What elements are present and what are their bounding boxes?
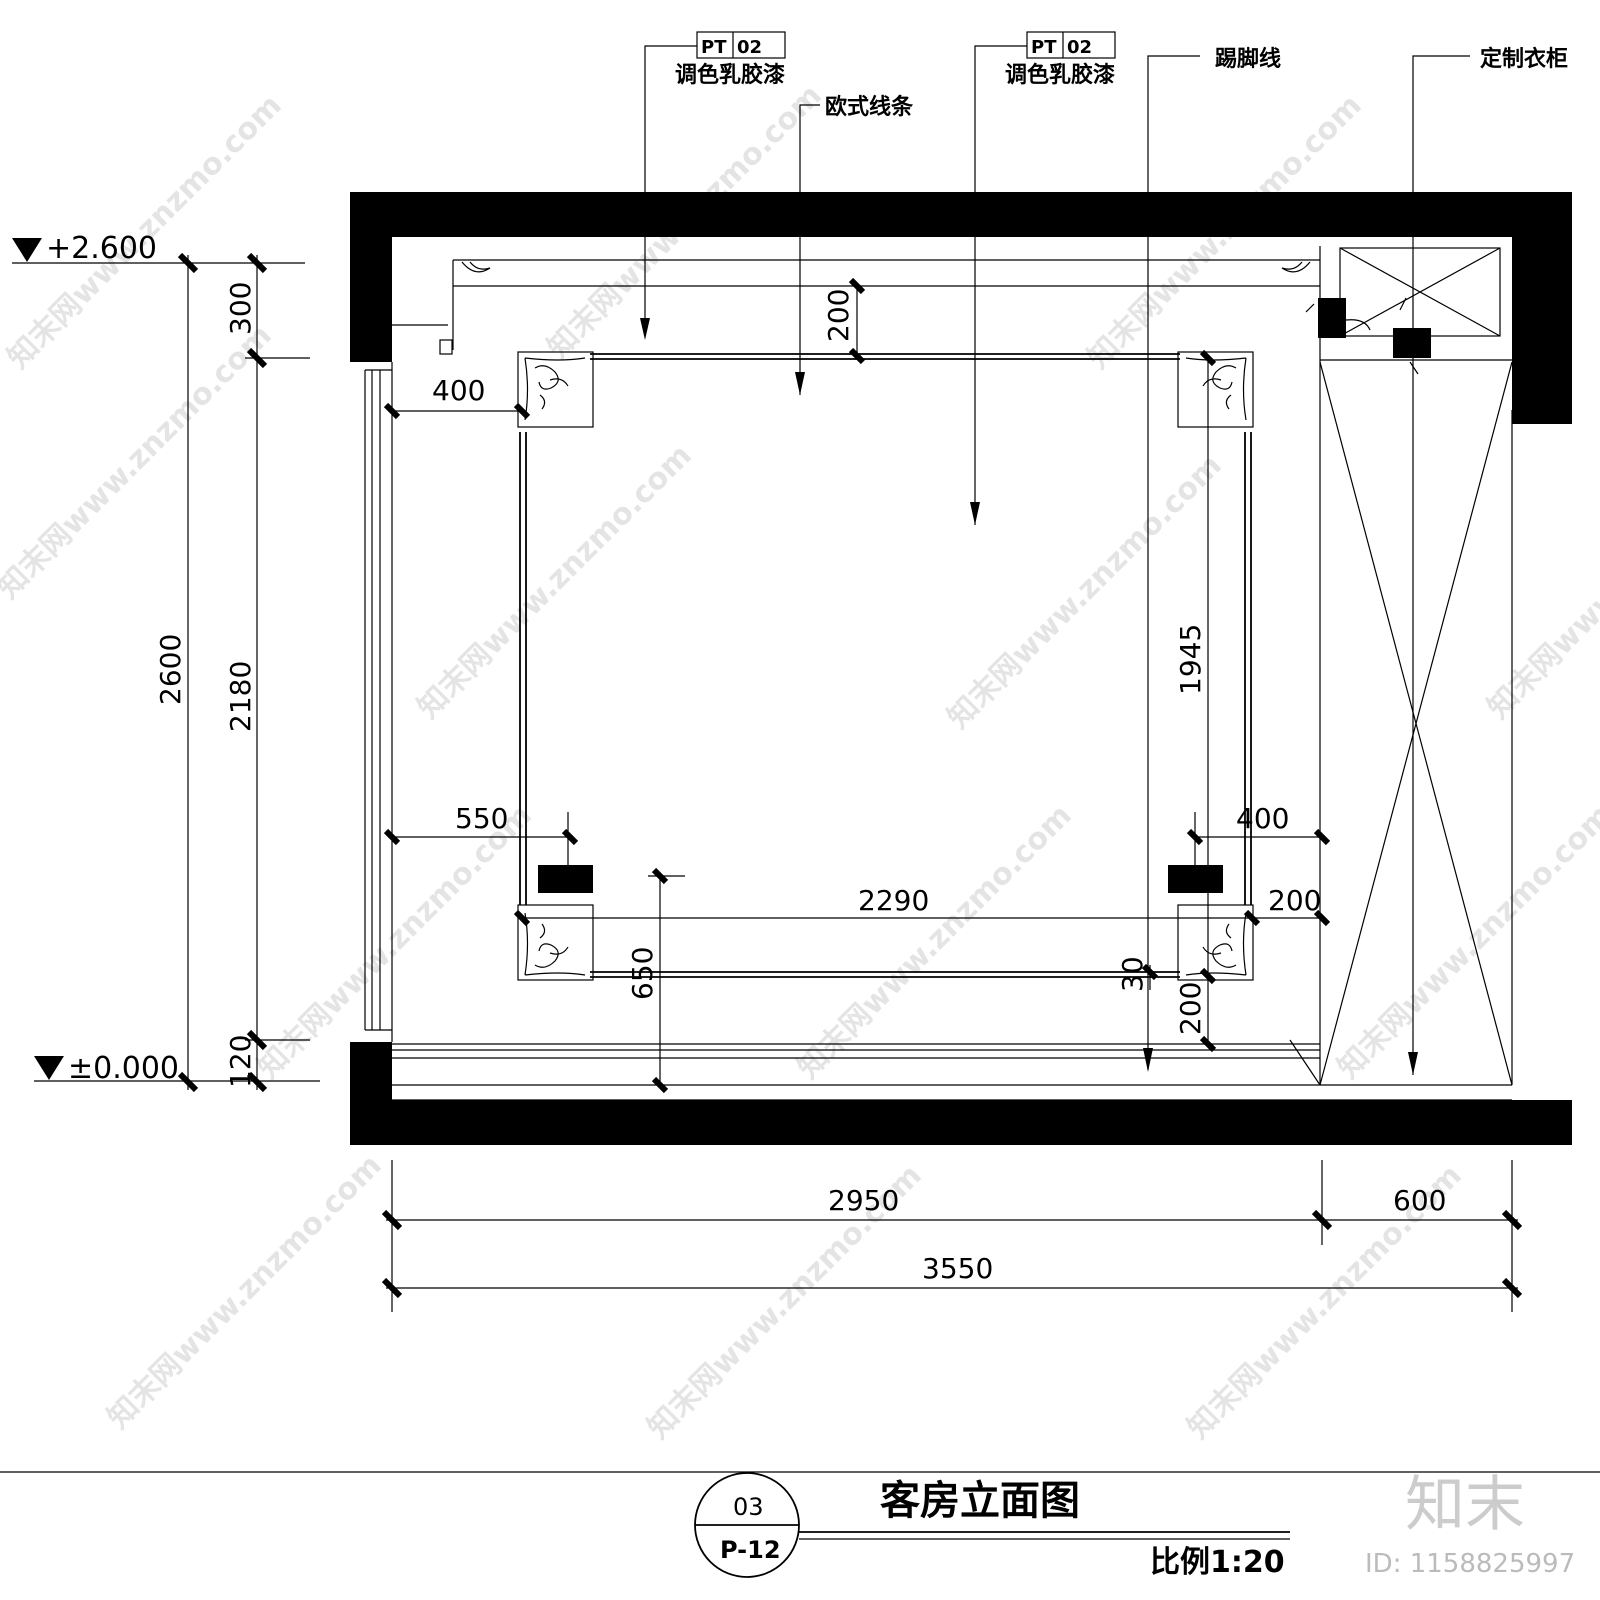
dim-400-right: 400 <box>1236 802 1289 835</box>
level-bottom: ±0.000 <box>68 1051 179 1086</box>
ceiling-slab <box>350 192 1572 237</box>
level-markers: +2.600 ±0.000 <box>12 231 320 1086</box>
brand-watermark: 知末 ID: 1158825997 <box>1365 1470 1575 1579</box>
dim-h-120: 120 <box>224 1035 257 1088</box>
dim-h-2180: 2180 <box>224 661 257 732</box>
room-lines <box>364 246 1513 1101</box>
interior-dimensions: 200 400 550 400 2290 200 1945 <box>383 277 1331 1094</box>
drawing-number: 03 <box>733 1493 764 1521</box>
euro-molding-label: 欧式线条 <box>825 94 914 120</box>
dim-550: 550 <box>455 802 508 835</box>
sheet-number: P-12 <box>720 1536 781 1564</box>
vent-block-2 <box>1393 328 1431 358</box>
level-top: +2.600 <box>46 231 157 266</box>
wall-lamp-right <box>1168 865 1223 893</box>
dim-200-right: 200 <box>1268 884 1321 917</box>
watermark-text: 知末网www.znzmo.com <box>1331 798 1600 1086</box>
corner-ornament-bl <box>517 904 594 981</box>
watermark-text: 知末网www.znzmo.com <box>1481 438 1600 726</box>
pt-tag-right <box>1026 31 1116 59</box>
dim-200-top: 200 <box>822 289 855 342</box>
vent-block-1 <box>1318 298 1346 338</box>
watermark-text: 知末网www.znzmo.com <box>791 798 1079 1086</box>
dim-1945: 1945 <box>1174 624 1207 695</box>
pt-text-right: 调色乳胶漆 <box>1005 62 1115 88</box>
skirting-label: 踢脚线 <box>1215 46 1281 72</box>
pt-tag-left <box>696 31 786 59</box>
right-wall <box>1512 192 1572 424</box>
level-triangle-top <box>12 238 42 262</box>
dim-2950: 2950 <box>828 1184 899 1217</box>
dim-2290: 2290 <box>858 884 929 917</box>
horizontal-dimensions: 2950 600 3550 <box>381 1160 1523 1312</box>
dim-200-bottom: 200 <box>1174 982 1207 1035</box>
pt-code-right: PT <box>1031 37 1057 58</box>
vertical-dimensions: 2600 300 2180 120 <box>154 252 310 1093</box>
walls <box>350 192 1572 1145</box>
level-triangle-bottom <box>34 1056 64 1080</box>
callouts: PT 02 调色乳胶漆 欧式线条 PT 02 调色乳胶漆 踢脚线 定制衣柜 <box>640 31 1568 1075</box>
pt-code-left: PT <box>701 37 727 58</box>
dim-30: 30 <box>1116 956 1149 992</box>
watermark-id: ID: 1158825997 <box>1365 1549 1575 1579</box>
corner-ornament-br <box>1177 904 1254 981</box>
dim-3550: 3550 <box>922 1252 993 1285</box>
left-wall-upper <box>350 192 392 362</box>
title-block: 03 P-12 客房立面图 比例1:20 <box>0 1471 1600 1580</box>
molding-panel <box>517 351 1254 981</box>
dim-total-height: 2600 <box>154 634 187 705</box>
floor-slab <box>350 1100 1572 1145</box>
dim-h-300: 300 <box>224 282 257 335</box>
drawing-scale: 比例1:20 <box>1150 1545 1285 1580</box>
watermark-text: 知末网www.znzmo.com <box>101 1148 389 1436</box>
pt-text-left: 调色乳胶漆 <box>675 62 785 88</box>
corner-ornament-tr <box>1177 351 1254 428</box>
pt-num-right: 02 <box>1067 37 1092 58</box>
dim-600: 600 <box>1393 1184 1446 1217</box>
watermark-text: 知末网www.znzmo.com <box>411 438 699 726</box>
drawing-title: 客房立面图 <box>880 1478 1080 1524</box>
watermark-text: 知末网www.znzmo.com <box>0 318 279 606</box>
dim-400-left: 400 <box>432 374 485 407</box>
dim-650: 650 <box>626 947 659 1000</box>
wall-lamp-left <box>538 865 593 893</box>
corner-ornament-tl <box>517 351 594 428</box>
wardrobe-label: 定制衣柜 <box>1480 46 1568 72</box>
brand-logo-text: 知末 <box>1405 1470 1525 1540</box>
pt-num-left: 02 <box>737 37 762 58</box>
